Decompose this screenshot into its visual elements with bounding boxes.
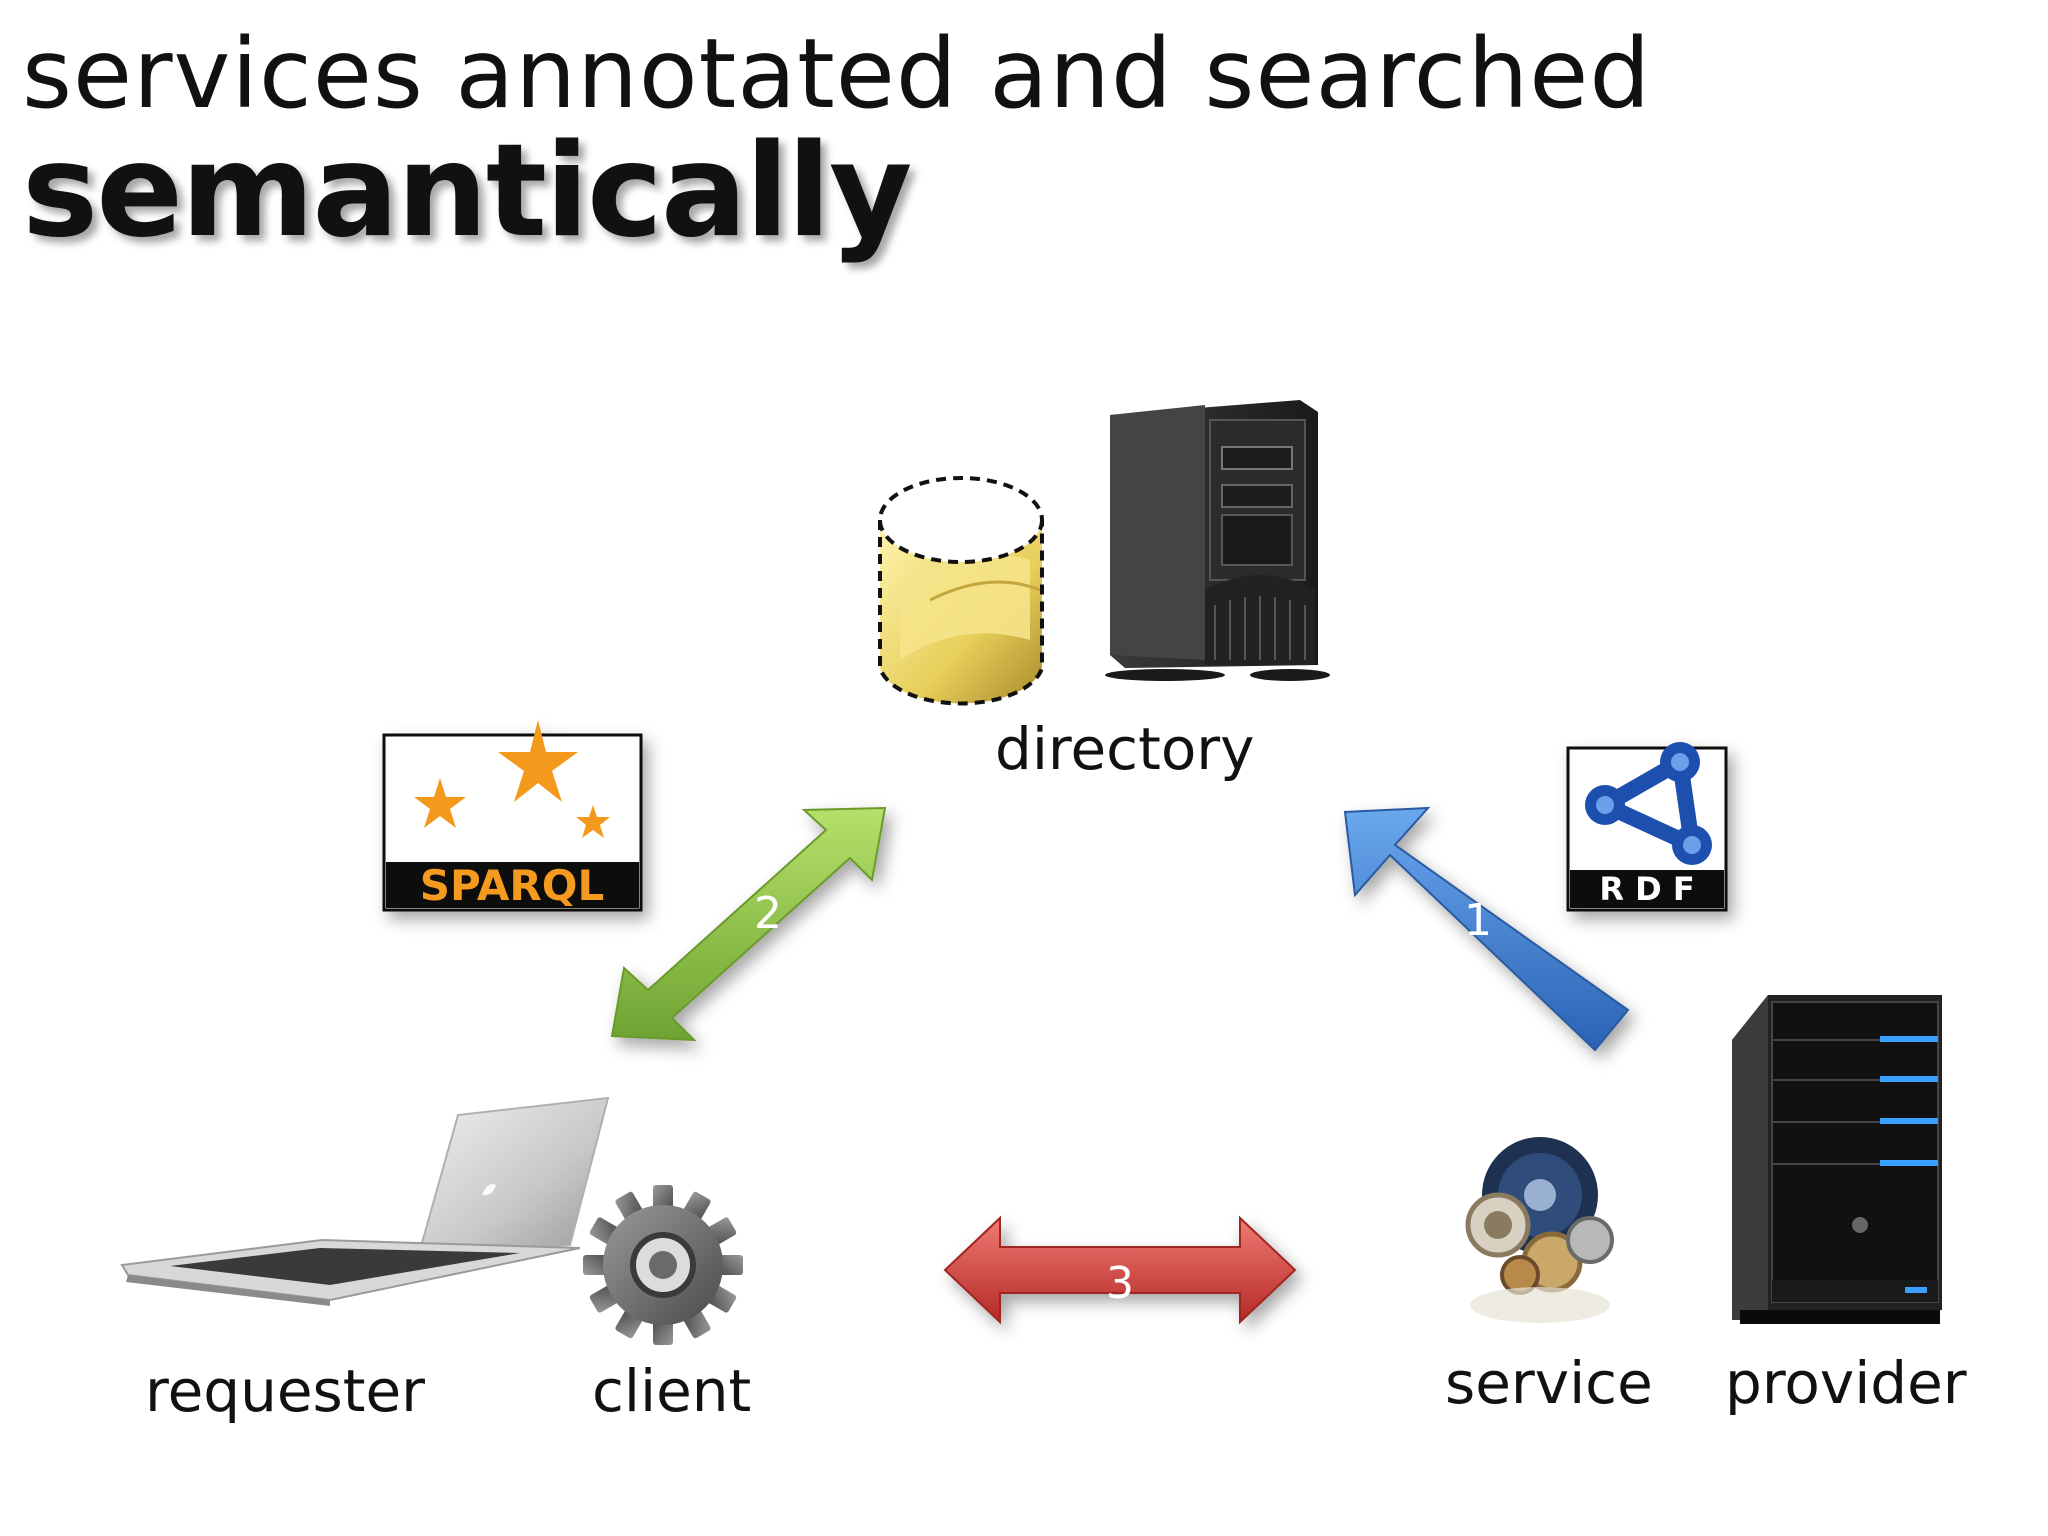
- directory-server-icon: [1105, 400, 1330, 681]
- client-label: client: [592, 1357, 752, 1425]
- sparql-logo-text: SPARQL: [420, 861, 605, 910]
- arrow-2-label: 2: [754, 888, 782, 939]
- service-gears-icon: [1465, 1137, 1614, 1323]
- arrow-2-bidirectional: [610, 806, 887, 1042]
- service-label: service: [1445, 1349, 1653, 1417]
- title-line-1: services annotated and searched: [22, 18, 1652, 130]
- title-line-2: semantically: [22, 117, 912, 266]
- directory-label: directory: [995, 715, 1255, 783]
- arrow-3-bidirectional: [943, 1215, 1297, 1325]
- arrow-1-label: 1: [1464, 895, 1492, 946]
- laptop-icon: [120, 1096, 610, 1306]
- arrow-1-up: [1343, 806, 1630, 1052]
- rdf-logo-icon: [1566, 742, 1728, 912]
- rdf-logo-text: R D F: [1599, 870, 1694, 908]
- provider-label: provider: [1725, 1349, 1967, 1417]
- sparql-logo-icon: [382, 720, 643, 912]
- client-gear-icon: [583, 1185, 743, 1345]
- directory-book-cylinder-icon: [878, 476, 1044, 706]
- arrow-3-label: 3: [1106, 1258, 1134, 1309]
- requester-label: requester: [145, 1357, 426, 1425]
- provider-server-icon: [1732, 995, 1942, 1324]
